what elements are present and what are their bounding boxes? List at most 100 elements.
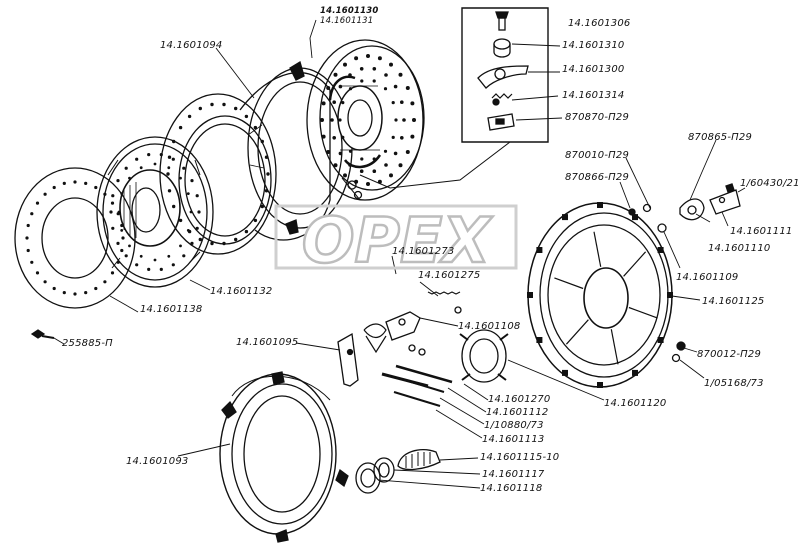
rivet-hole — [348, 163, 352, 167]
plate-spoke — [628, 306, 658, 319]
rivet-hole — [377, 56, 382, 61]
rivet-hole — [197, 210, 201, 214]
label-14-1601273: 14.1601273 — [392, 246, 455, 257]
label-870870-P29: 870870-П29 — [565, 112, 630, 123]
plate-tooth — [527, 292, 533, 298]
label-1-60430-21: 1/60430/21 — [740, 178, 800, 189]
rivet-hole — [359, 169, 364, 173]
rivet-hole — [410, 134, 415, 139]
rivet-hole — [384, 163, 388, 167]
rivet-hole — [30, 212, 34, 216]
rivet-hole — [210, 102, 214, 107]
rivet-hole — [73, 292, 77, 296]
rivet-hole — [167, 166, 171, 170]
rivet-hole — [167, 155, 172, 159]
rivet-hole — [109, 210, 113, 214]
rivet-hole — [343, 62, 347, 67]
rivet-hole — [52, 185, 56, 190]
rivet-hole — [389, 62, 393, 67]
plate-tooth — [632, 369, 638, 376]
rivet-hole — [179, 176, 182, 180]
rivet-hole — [398, 72, 403, 77]
rivet-hole — [110, 201, 115, 205]
label-14-1601130: 14.1601130 — [320, 6, 379, 16]
rivet-hole — [198, 237, 202, 242]
rivet-hole — [341, 135, 345, 139]
rivet-hole — [222, 241, 226, 246]
rivet-hole — [372, 157, 376, 161]
rivet-hole — [244, 114, 249, 119]
rivet-hole — [139, 166, 143, 170]
rivet-hole — [182, 166, 186, 170]
rivet-hole — [94, 286, 98, 291]
rivet-hole — [178, 125, 183, 130]
rivet-hole — [326, 86, 331, 90]
rivet-hole — [166, 172, 170, 176]
rivet-hole — [30, 260, 34, 264]
label-14-1601093: 14.1601093 — [126, 456, 189, 467]
rivet-hole — [348, 87, 353, 91]
label-255885-P: 255885-П — [62, 338, 113, 349]
label-14-1601117: 14.1601117 — [482, 469, 545, 480]
rivet-hole — [405, 150, 410, 154]
rivet-hole — [43, 192, 47, 196]
rivet-hole — [179, 244, 182, 248]
rivet-hole — [383, 149, 388, 153]
label-1-05168-73: 1/05168/73 — [704, 378, 764, 389]
rivet-hole — [398, 163, 403, 168]
watermark-text: OPEX — [302, 204, 493, 277]
rivet-hole — [333, 163, 338, 168]
rivet-hole — [348, 149, 353, 153]
rivet-hole — [124, 166, 128, 170]
rivet-hole — [195, 194, 199, 198]
rivet-hole — [117, 210, 121, 214]
rivet-hole — [167, 189, 172, 193]
rivet-hole — [359, 67, 364, 71]
label-14-1601306: 14.1601306 — [568, 18, 631, 29]
rivet-hole — [62, 291, 66, 295]
lever-parts-right — [628, 183, 741, 363]
rivet-hole — [153, 258, 157, 262]
label-14-1601095: 14.1601095 — [236, 337, 299, 348]
friction-disc-left — [14, 167, 136, 309]
plate-tooth — [562, 214, 568, 221]
rivet-hole — [402, 118, 406, 122]
rivet-hole — [172, 139, 176, 144]
rivet-hole — [116, 241, 120, 245]
release-lever-group — [30, 291, 509, 494]
plate-tooth — [536, 247, 543, 253]
plate-tooth — [597, 202, 603, 208]
rivet-hole — [333, 72, 338, 77]
plate-spoke — [565, 319, 589, 345]
rivet-hole — [94, 185, 98, 190]
rivet-hole — [171, 263, 175, 267]
hub-bolts — [341, 177, 363, 201]
label-14-1601108: 14.1601108 — [458, 321, 521, 332]
label-14-1601270: 14.1601270 — [488, 394, 551, 405]
rivet-hole — [182, 254, 186, 258]
label-14-1601112: 14.1601112 — [486, 407, 549, 418]
rivet-hole — [384, 73, 388, 77]
rivet-hole — [320, 118, 324, 122]
plate-spoke — [593, 231, 602, 267]
label-14-1601138: 14.1601138 — [140, 304, 203, 315]
rivet-hole — [167, 254, 171, 258]
rivet-hole — [338, 84, 343, 89]
rivet-hole — [343, 173, 347, 178]
plate-tooth — [536, 337, 543, 343]
rivet-hole — [210, 241, 214, 246]
label-14-1601120: 14.1601120 — [604, 398, 667, 409]
rivet-hole — [171, 157, 175, 161]
label-14-1601110: 14.1601110 — [708, 243, 771, 254]
rivet-hole — [264, 155, 269, 159]
rivet-hole — [412, 118, 416, 122]
rivet-hole — [394, 118, 398, 122]
rivet-hole — [186, 192, 190, 196]
plate-tooth — [562, 369, 568, 376]
rivet-hole — [84, 291, 88, 295]
plate-tooth — [657, 247, 664, 253]
rivet-hole — [128, 244, 131, 248]
rivet-hole — [338, 151, 343, 156]
rivet-hole — [253, 218, 258, 223]
